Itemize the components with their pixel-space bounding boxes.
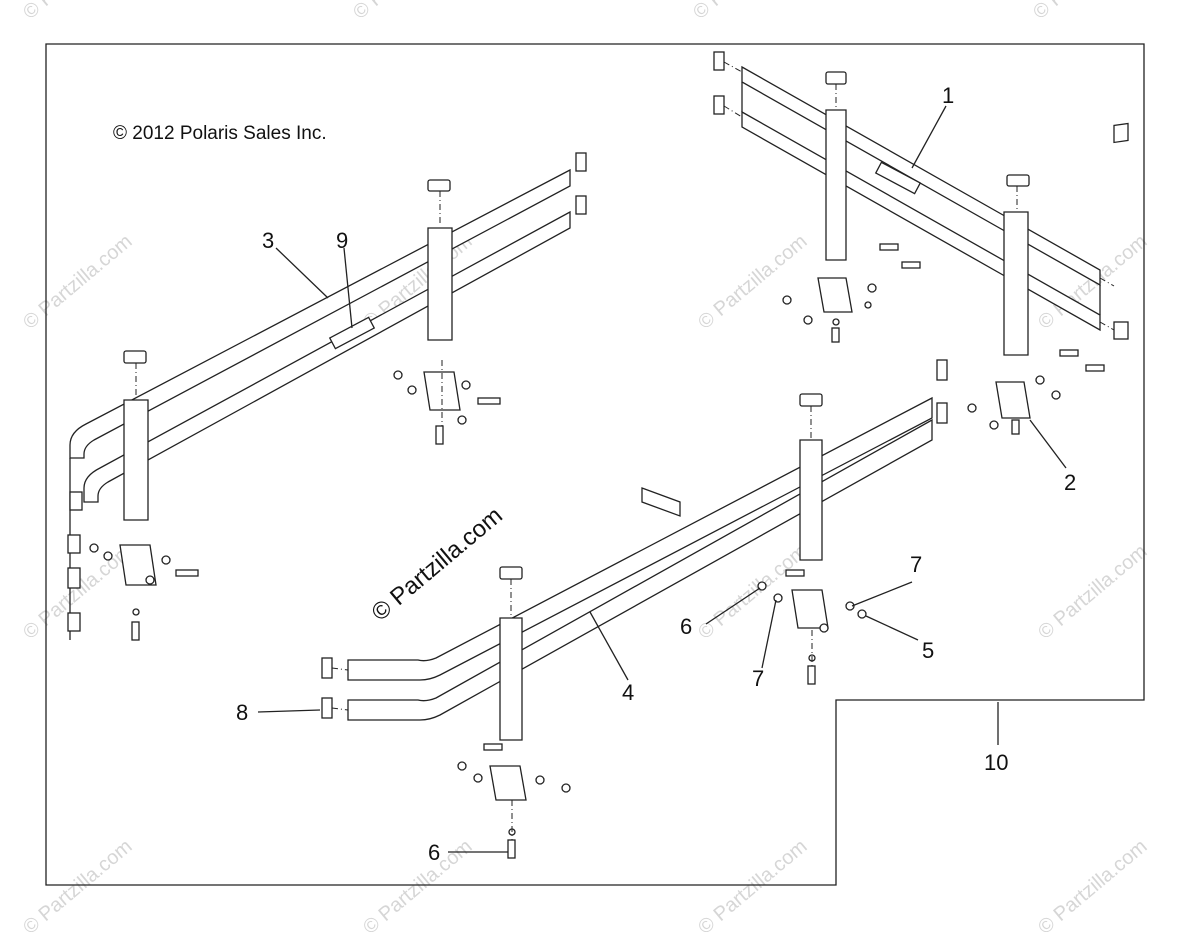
callout-10: 10 [984, 750, 1008, 775]
callout-8: 8 [236, 700, 248, 725]
leader-line [589, 611, 629, 681]
callout-7: 7 [910, 552, 922, 577]
watermark: © Partzilla.com [1034, 835, 1151, 938]
watermark: © Partzilla.com [19, 230, 136, 333]
leader-lines [257, 105, 1067, 853]
watermark: © Partzilla.com [19, 0, 136, 24]
callout-9: 9 [336, 228, 348, 253]
callout-2: 2 [1064, 470, 1076, 495]
watermark: © Partzilla.com [694, 230, 811, 333]
callout-labels: 1 2 3 9 4 5 6 6 7 7 8 10 [236, 83, 1076, 865]
watermark: © Partzilla.com [694, 835, 811, 938]
callout-6: 6 [428, 840, 440, 865]
rear-rail-assembly [713, 51, 1129, 435]
kit-outline-frame [45, 43, 1145, 886]
leader-line [761, 599, 777, 669]
leader-line [705, 587, 761, 625]
leader-line [851, 581, 913, 607]
leader-line [343, 247, 353, 329]
watermark: © Partzilla.com [1029, 0, 1146, 24]
watermark: © Partzilla.com [19, 835, 136, 938]
callout-3: 3 [262, 228, 274, 253]
callout-6: 6 [680, 614, 692, 639]
watermark: © Partzilla.com [349, 0, 466, 24]
leader-line [257, 709, 321, 713]
copyright-text: © 2012 Polaris Sales Inc. [113, 123, 327, 144]
watermark: © Partzilla.com [1034, 540, 1151, 643]
watermark: © Partzilla.com [689, 0, 806, 24]
left-side-rail-assembly [67, 152, 587, 641]
leader-line [275, 247, 329, 299]
callout-1: 1 [942, 83, 954, 108]
watermark: © Partzilla.com [359, 835, 476, 938]
leader-line [1029, 419, 1067, 469]
callout-7: 7 [752, 666, 764, 691]
callout-5: 5 [922, 638, 934, 663]
leader-line [911, 105, 947, 169]
callout-4: 4 [622, 680, 634, 705]
leader-line [865, 615, 919, 641]
center-watermark: © Partzilla.com [367, 502, 508, 627]
right-side-rail-assembly [321, 359, 948, 859]
